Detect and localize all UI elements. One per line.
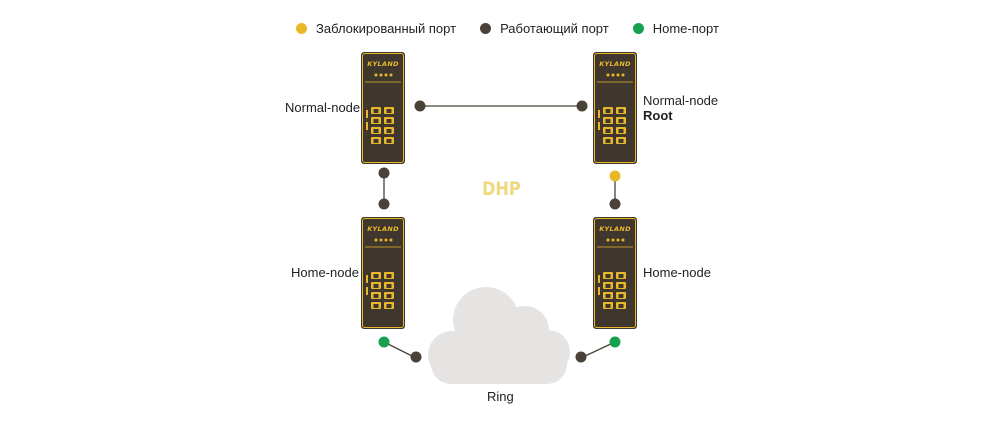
switch-bottom-left (361, 217, 405, 329)
label-bottom-left-role: Home-node (291, 265, 359, 280)
legend-home: Home-порт (632, 21, 719, 36)
label-root: Root (643, 108, 673, 123)
port-top-left-right (414, 100, 426, 112)
legend-blocked: Заблокированный порт (296, 21, 456, 36)
home-port-dot-icon (632, 23, 644, 34)
port-top-right-down-blocked (609, 170, 621, 182)
port-bottom-right-up (609, 198, 621, 210)
port-top-right-left (576, 100, 588, 112)
label-top-right-role: Normal-node (643, 93, 719, 108)
label-top-left-role: Normal-node (285, 100, 361, 115)
port-cloud-left (410, 351, 422, 363)
blocked-port-dot-icon (296, 23, 307, 34)
link-left-cloud (383, 341, 415, 358)
switch-top-left (361, 52, 405, 164)
ring-label: Ring (487, 389, 514, 404)
port-bottom-right-home (609, 336, 621, 348)
ring-cloud-icon (428, 287, 570, 384)
switch-bottom-right (593, 217, 637, 329)
legend-working-label: Работающий порт (500, 21, 609, 36)
port-bottom-left-home (378, 336, 390, 348)
link-right-cloud (582, 341, 616, 358)
legend-blocked-label: Заблокированный порт (316, 21, 457, 36)
port-top-left-down (378, 167, 390, 179)
switch-top-right (593, 52, 637, 164)
legend-working: Работающий порт (480, 21, 609, 36)
label-bottom-right-role: Home-node (643, 265, 711, 280)
legend: Заблокированный порт Работающий порт Hom… (296, 21, 719, 36)
working-port-dot-icon (480, 23, 492, 34)
dhp-label: DHP (482, 178, 521, 200)
port-cloud-right (575, 351, 587, 363)
port-bottom-left-up (378, 198, 390, 210)
legend-home-label: Home-порт (652, 21, 719, 36)
